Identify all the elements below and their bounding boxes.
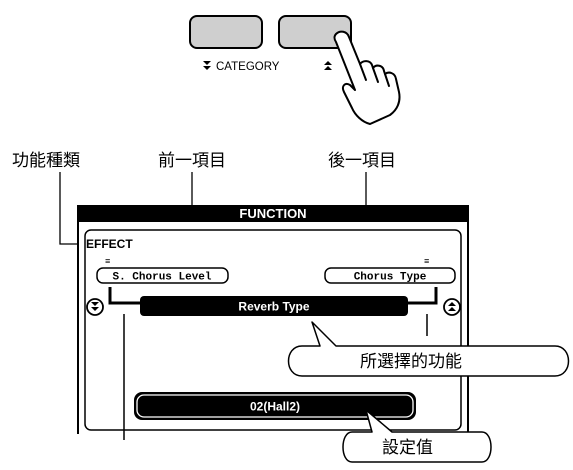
lcd-header-title: FUNCTION xyxy=(239,206,306,221)
next-item-tick: ≡ xyxy=(424,257,429,267)
previous-item-tick: ≡ xyxy=(105,257,110,267)
next-item-text: Chorus Type xyxy=(354,272,427,284)
current-function-text: Reverb Type xyxy=(238,300,309,314)
category-down-button[interactable] xyxy=(189,15,263,49)
previous-item-box xyxy=(96,267,229,284)
callout-previous-item: 前一項目 xyxy=(158,151,226,171)
category-label: CATEGORY xyxy=(216,61,280,73)
lcd-display: FUNCTION EFFECT ≡ ≡ S. Chorus Level Chor… xyxy=(77,205,469,447)
value-text: 02(Hall2) xyxy=(250,400,300,414)
callout-function-type: 功能種類 xyxy=(12,151,80,171)
double-chevron-up-icon xyxy=(324,61,332,70)
next-item-box xyxy=(324,267,456,284)
callout-selected-function: 所選擇的功能 xyxy=(360,352,462,372)
double-chevron-down-icon xyxy=(203,61,211,70)
callout-next-item: 後一項目 xyxy=(328,151,396,171)
category-up-button[interactable] xyxy=(278,15,352,49)
lcd-category-label: EFFECT xyxy=(86,237,133,251)
value-bar-inner xyxy=(136,394,414,418)
scroll-up-icon xyxy=(443,298,461,316)
previous-item-text: S. Chorus Level xyxy=(112,272,211,284)
lcd-header-bar xyxy=(78,205,468,222)
setting-value-callout: 設定值 xyxy=(342,409,492,463)
selected-function-callout: 所選擇的功能 xyxy=(287,321,570,377)
category-buttons: CATEGORY xyxy=(189,15,352,73)
pointing-hand-icon xyxy=(333,30,401,125)
callout-setting-value: 設定值 xyxy=(382,438,433,458)
current-function-bar xyxy=(140,296,408,316)
scroll-down-icon xyxy=(86,298,104,316)
